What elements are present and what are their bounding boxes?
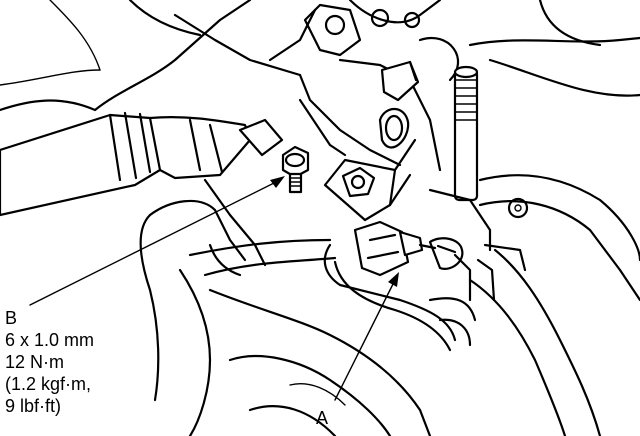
bracket: [323, 138, 417, 222]
connector-a: [353, 220, 464, 277]
callout-b-torque-nm: 12 N·m: [5, 352, 65, 372]
leader-lines: [29, 176, 399, 401]
callout-b-torque-lbf: 9 lbf·ft): [5, 396, 62, 416]
stud-bolt: [453, 65, 479, 202]
callout-a-letter: A: [316, 408, 329, 428]
callout-b-size: 6 x 1.0 mm: [5, 330, 95, 350]
right-housing: [428, 0, 640, 436]
hose: [0, 111, 284, 217]
lower-casting: [139, 178, 432, 436]
pipe: [188, 238, 496, 352]
callout-b-letter: B: [5, 308, 18, 328]
bolt-b: [281, 145, 310, 194]
callout-b-torque-kgf: (1.2 kgf·m,: [5, 374, 92, 394]
engine-block: [298, 0, 460, 172]
